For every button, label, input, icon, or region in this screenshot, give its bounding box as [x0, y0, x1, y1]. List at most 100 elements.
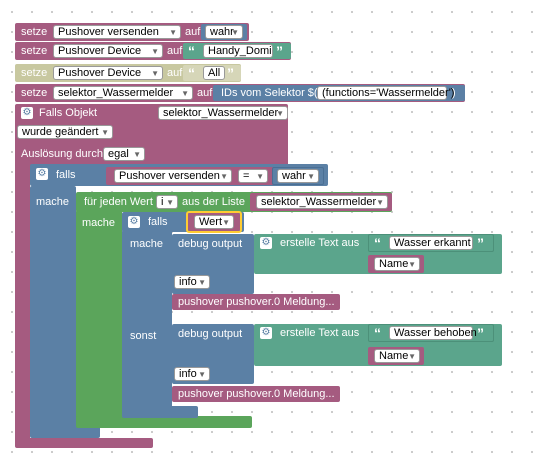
debug-output-block-2[interactable]: debug output info▼: [172, 324, 254, 384]
create-text-block-1[interactable]: ⚙ erstelle Text aus “ Wasser erkannt ” N…: [254, 234, 502, 274]
trigger-arm: [15, 160, 30, 446]
variable-dropdown[interactable]: Pushover versenden▼: [53, 25, 181, 39]
set-keyword: setze: [21, 45, 48, 57]
dropdown-arrow-icon: ▼: [166, 198, 174, 207]
selector-close-paren: ): [452, 87, 456, 99]
loop-variable-dropdown[interactable]: i▼: [156, 195, 178, 209]
set-block-4[interactable]: setze selektor_Wassermelder▼ auf IDs vom…: [15, 84, 465, 102]
variable-dropdown[interactable]: Pushover versenden▼: [114, 169, 232, 183]
text-block[interactable]: “ All ”: [183, 65, 241, 81]
set-keyword: setze: [21, 26, 48, 38]
selector-input[interactable]: (functions='Wassermelder'): [317, 86, 454, 100]
create-text-label: erstelle Text aus: [280, 327, 360, 339]
for-each-block[interactable]: für jeden Wert i▼ aus der Liste selektor…: [76, 192, 392, 212]
set-block-1[interactable]: setze Pushover versenden▼ auf wahr▼: [15, 23, 249, 41]
variable-dropdown[interactable]: Name▼: [374, 257, 420, 271]
open-quote-icon: “: [188, 43, 195, 59]
trigger-object-dropdown[interactable]: selektor_Wassermelder▼: [158, 106, 288, 120]
if-block-2-arm: [122, 230, 172, 416]
list-variable-getter[interactable]: selektor_Wassermelder▼: [250, 193, 392, 211]
if-block-2-footer: [122, 406, 198, 418]
trigger-title: Falls Objekt: [39, 107, 98, 119]
selector-ids-block[interactable]: IDs vom Selektor $( (functions='Wasserme…: [213, 85, 465, 101]
loop-label: für jeden Wert: [84, 196, 153, 208]
boolean-block[interactable]: wahr▼: [272, 167, 324, 185]
set-to-label: auf: [185, 26, 201, 38]
trigger-by-dropdown[interactable]: egal▼: [103, 147, 145, 161]
gear-icon[interactable]: ⚙: [21, 107, 33, 119]
dropdown-arrow-icon: ▼: [198, 278, 206, 287]
text-block[interactable]: “ Wasser behoben ”: [368, 324, 494, 342]
set-keyword: setze: [21, 87, 48, 99]
dropdown-arrow-icon: ▼: [101, 128, 109, 137]
for-each-footer: [76, 416, 252, 428]
text-block[interactable]: “ Handy_Domi ”: [183, 43, 291, 59]
if-keyword: falls: [148, 216, 168, 228]
text-block[interactable]: “ Wasser erkannt ”: [368, 234, 494, 252]
set-block-3-disabled[interactable]: setze Pushover Device▼ auf “ All ”: [15, 64, 241, 82]
dropdown-arrow-icon: ▼: [222, 218, 230, 227]
change-type-dropdown[interactable]: wurde geändert▼: [17, 125, 113, 139]
pushover-label: pushover pushover.0 Meldung...: [178, 388, 335, 400]
boolean-dropdown[interactable]: wahr▼: [205, 25, 243, 39]
if-keyword: falls: [56, 169, 76, 181]
close-quote-icon: ”: [477, 235, 484, 251]
if-block-1-footer: [30, 426, 100, 438]
boolean-dropdown[interactable]: wahr▼: [277, 169, 319, 183]
pushover-label: pushover pushover.0 Meldung...: [178, 296, 335, 308]
else-label: sonst: [130, 330, 157, 342]
operator-dropdown[interactable]: =▼: [238, 169, 268, 183]
dropdown-arrow-icon: ▼: [169, 28, 177, 37]
variable-dropdown[interactable]: Pushover Device▼: [53, 44, 163, 58]
do-label: mache: [130, 238, 164, 250]
dropdown-arrow-icon: ▼: [376, 198, 384, 207]
dropdown-arrow-icon: ▼: [151, 47, 159, 56]
text-input[interactable]: All: [203, 66, 225, 80]
for-each-arm: [76, 210, 122, 424]
pushover-block-1[interactable]: pushover pushover.0 Meldung...: [172, 294, 340, 310]
dropdown-arrow-icon: ▼: [181, 89, 189, 98]
dropdown-arrow-icon: ▼: [307, 172, 315, 181]
variable-dropdown[interactable]: selektor_Wassermelder▼: [53, 86, 193, 100]
gear-icon[interactable]: ⚙: [128, 216, 140, 228]
gear-icon[interactable]: ⚙: [260, 327, 272, 339]
text-input[interactable]: Wasser behoben: [389, 326, 477, 340]
dropdown-arrow-icon: ▼: [276, 109, 284, 118]
variable-dropdown[interactable]: Pushover Device▼: [53, 66, 163, 80]
dropdown-arrow-icon: ▼: [133, 150, 141, 159]
debug-output-block-1[interactable]: debug output info▼: [172, 234, 254, 294]
gear-icon[interactable]: ⚙: [36, 168, 48, 180]
variable-dropdown[interactable]: selektor_Wassermelder▼: [256, 195, 388, 209]
trigger-by-label: Auslösung durch: [21, 148, 103, 160]
set-block-2[interactable]: setze Pushover Device▼ auf “ Handy_Domi …: [15, 42, 291, 60]
loop-list-label: aus der Liste: [182, 196, 245, 208]
debug-level-dropdown[interactable]: info▼: [174, 367, 210, 381]
variable-getter[interactable]: Pushover versenden▼ =▼: [106, 167, 274, 185]
boolean-block[interactable]: wahr▼: [201, 24, 247, 40]
debug-label: debug output: [178, 328, 243, 340]
name-variable-getter[interactable]: Name▼: [368, 347, 424, 365]
text-input[interactable]: Handy_Domi: [203, 44, 273, 58]
if-block-2[interactable]: ⚙ falls Wert▼: [122, 211, 244, 233]
name-variable-getter[interactable]: Name▼: [368, 255, 424, 273]
dropdown-arrow-icon: ▼: [231, 28, 239, 37]
debug-level-dropdown[interactable]: info▼: [174, 275, 210, 289]
open-quote-icon: “: [188, 65, 195, 81]
text-input[interactable]: Wasser erkannt: [389, 236, 473, 250]
variable-dropdown[interactable]: Wert▼: [194, 215, 234, 229]
gear-icon[interactable]: ⚙: [260, 237, 272, 249]
if-block-1[interactable]: ⚙ falls Pushover versenden▼ =▼ wahr▼: [30, 164, 328, 186]
set-keyword: setze: [21, 67, 48, 79]
create-text-block-2[interactable]: ⚙ erstelle Text aus “ Wasser behoben ” N…: [254, 324, 502, 366]
pushover-block-2[interactable]: pushover pushover.0 Meldung...: [172, 386, 340, 402]
close-quote-icon: ”: [276, 43, 283, 59]
wert-variable-getter[interactable]: Wert▼: [188, 213, 240, 231]
open-quote-icon: “: [374, 235, 381, 251]
dropdown-arrow-icon: ▼: [408, 352, 416, 361]
variable-dropdown[interactable]: Name▼: [374, 349, 420, 363]
do-label: mache: [36, 196, 70, 208]
dropdown-arrow-icon: ▼: [220, 172, 228, 181]
set-to-label: auf: [167, 45, 183, 57]
set-to-label: auf: [167, 67, 183, 79]
trigger-block[interactable]: ⚙ Falls Objekt selektor_Wassermelder▼ wu…: [15, 104, 288, 168]
